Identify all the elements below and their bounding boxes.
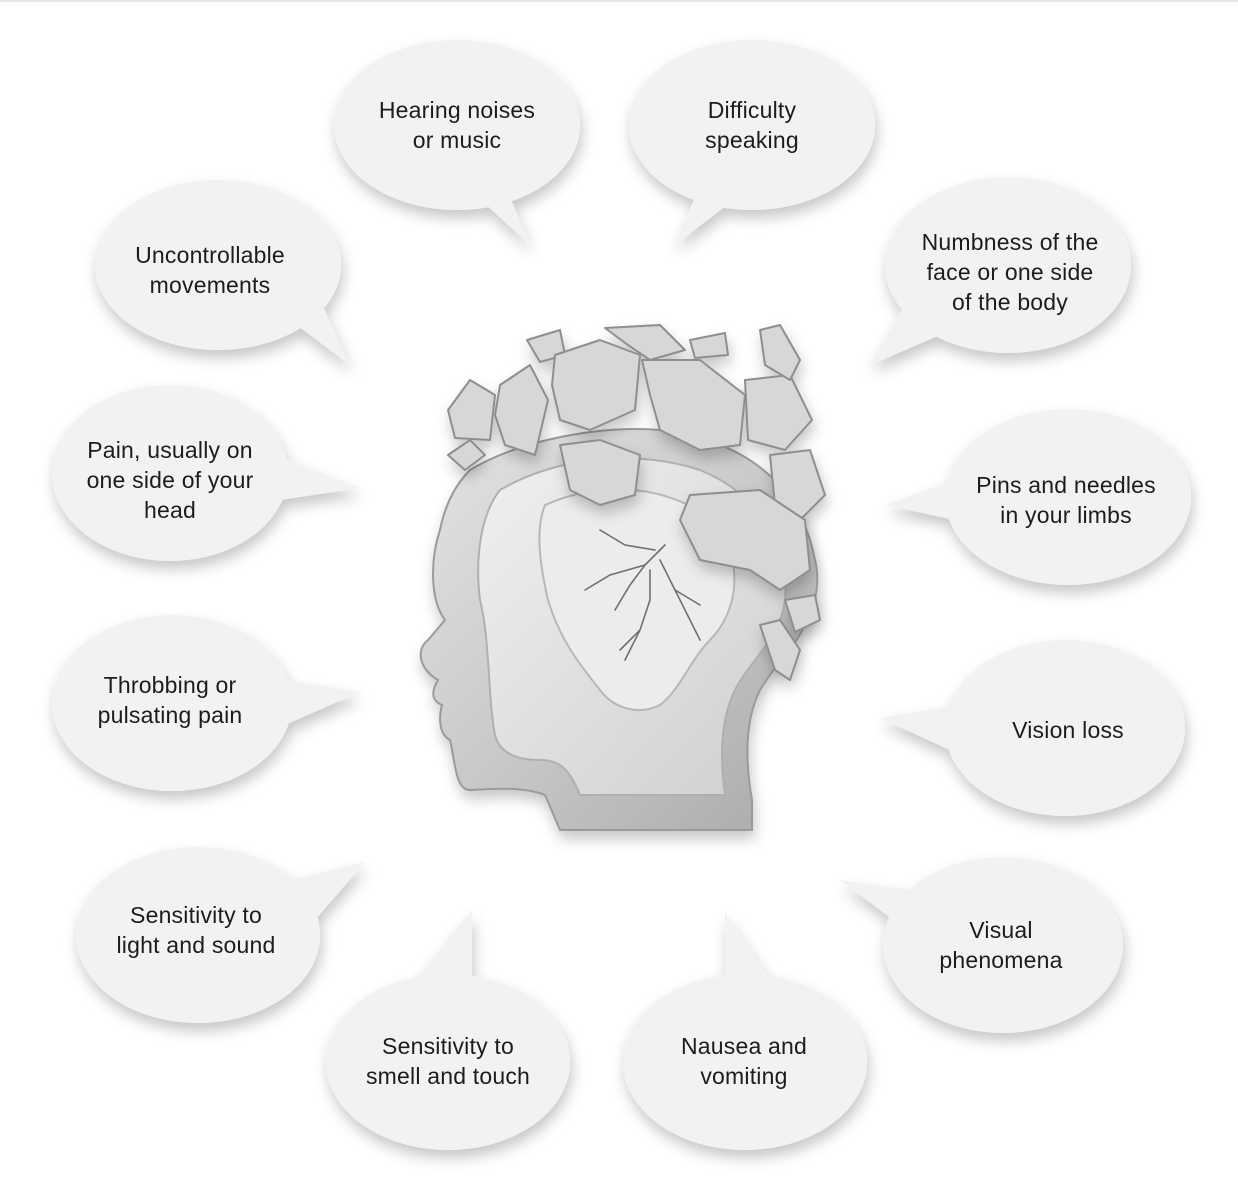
bubble-hearing [334,40,580,245]
bubble-visual [840,857,1123,1033]
bubble-uncontrollable [95,180,350,365]
bubble-light-sound [76,847,365,1023]
bubble-pins [885,409,1191,585]
bubble-pain-side [52,385,360,561]
label-vision-loss: Vision loss [1012,717,1124,743]
top-divider [0,0,1238,2]
bubble-smell-touch [326,910,570,1150]
bubble-throbbing [52,615,360,791]
bubble-vision-loss [880,640,1185,816]
cracked-head-icon [419,324,826,831]
bubble-speaking [629,40,875,245]
bubble-nausea [623,912,867,1150]
bubble-numbness [870,177,1131,365]
